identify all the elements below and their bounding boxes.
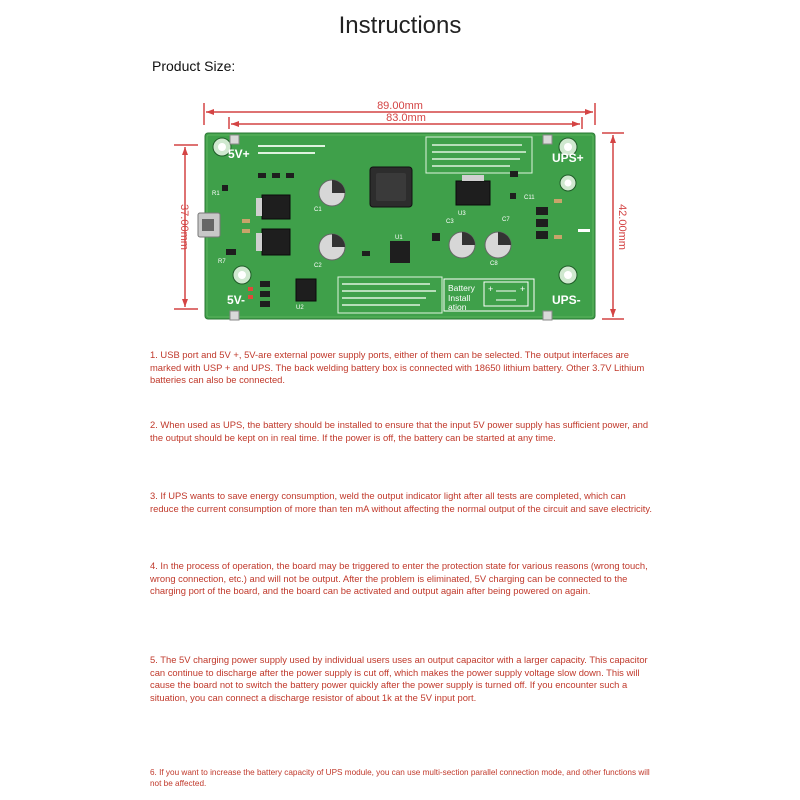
label-ups-minus: UPS- <box>552 293 581 307</box>
svg-text:+: + <box>520 284 525 294</box>
svg-text:C1: C1 <box>314 207 322 213</box>
svg-text:C11: C11 <box>524 195 535 201</box>
component-markings: R1 C1 C2 C3 C7 C8 C11 R7 U1 U2 U3 <box>212 191 535 311</box>
svg-text:C3: C3 <box>446 219 454 225</box>
svg-text:C8: C8 <box>490 261 498 267</box>
dimension-height-left-label: 37.00mm <box>178 204 190 250</box>
product-size-label: Product Size: <box>152 58 236 74</box>
note-5: 5. The 5V charging power supply used by … <box>150 654 648 703</box>
battery-line-2: Install <box>448 293 470 303</box>
dimension-inner-label: 83.0mm <box>386 112 426 124</box>
svg-text:U1: U1 <box>395 235 403 241</box>
svg-text:+: + <box>488 284 493 294</box>
silkscreen-top-left <box>258 145 325 154</box>
resistor-pads <box>242 199 562 239</box>
pcb-diagram: 89.00mm 83.0mm 37.00mm 42.00mm 5V+ 5V- U… <box>174 100 628 321</box>
silkscreen-bottom-block <box>337 276 443 314</box>
indicator-leds <box>248 287 253 299</box>
dimension-outer-label: 89.00mm <box>377 100 423 112</box>
ic-u1 <box>390 241 410 263</box>
mosfet-packages <box>261 180 491 302</box>
svg-text:U2: U2 <box>296 305 304 311</box>
marker-bar <box>578 229 590 232</box>
svg-text:C7: C7 <box>502 217 510 223</box>
battery-line-1: Battery <box>448 283 476 293</box>
dimension-lines <box>174 103 624 320</box>
note-3: 3. If UPS wants to save energy consumpti… <box>150 490 653 514</box>
page-title: Instructions <box>338 12 462 39</box>
label-5v-plus: 5V+ <box>228 147 250 161</box>
battery-line-3: ation <box>448 302 467 312</box>
mosfet-tabs <box>256 175 484 251</box>
smd-components <box>222 171 548 307</box>
svg-text:R7: R7 <box>218 259 226 265</box>
note-1: 1. USB port and 5V +, 5V-are external po… <box>150 349 645 386</box>
battery-icon: + + <box>483 281 529 307</box>
note-6: 6. If you want to increase the battery c… <box>150 768 650 788</box>
dimension-height-right-label: 42.00mm <box>616 204 628 250</box>
label-5v-minus: 5V- <box>227 293 245 307</box>
battery-installation-box <box>443 278 535 312</box>
mounting-holes <box>212 137 578 285</box>
svg-text:R1: R1 <box>212 191 220 197</box>
note-4: 4. In the process of operation, the boar… <box>150 560 648 597</box>
label-ups-plus: UPS+ <box>552 151 584 165</box>
solder-pads <box>229 134 553 321</box>
svg-text:U3: U3 <box>458 211 466 217</box>
dimension-arrows <box>182 109 616 317</box>
note-2: 2. When used as UPS, the battery should … <box>150 419 649 443</box>
usb-port <box>197 212 221 238</box>
silkscreen-top-right <box>425 136 533 174</box>
product-figure: 89.00mm 83.0mm 37.00mm 42.00mm 5V+ 5V- U… <box>150 95 650 340</box>
electrolytic-capacitors <box>318 179 512 261</box>
svg-text:C2: C2 <box>314 263 322 269</box>
